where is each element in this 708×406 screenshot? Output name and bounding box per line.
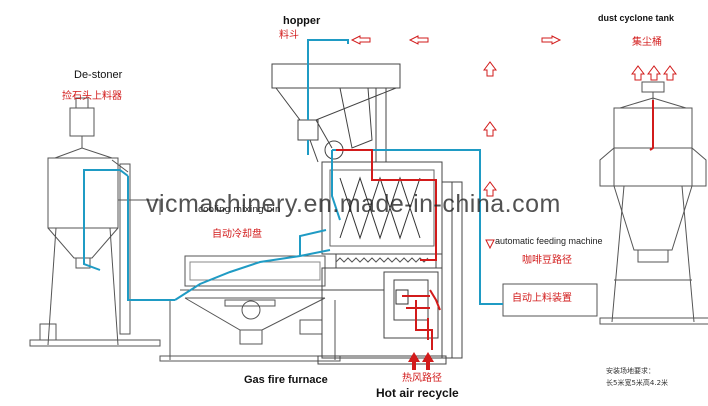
feeder-box-label-cn: 自动上料装置 [512,294,572,304]
destoner-label-cn: 捡石头上料器 [62,92,122,102]
cyclone-label: dust cyclone tank [598,14,674,23]
bean-path-label-cn: 咖啡豆路径 [522,256,572,266]
cooling-label-cn: 自动冷却盘 [212,230,262,240]
arrow-down-icon [486,240,494,248]
cooling-bin [160,256,340,361]
hopper-label-cn: 料斗 [279,31,299,41]
bean-path [84,40,503,304]
gas-furnace-label: Gas fire furnace [244,375,328,386]
watermark: vicmachinery.en.made-in-china.com [146,192,561,217]
feeder-label: automatic feeding machine [495,237,603,246]
arrow-up-icon [422,352,434,370]
arrow-up-icon [484,62,496,196]
hot-air-label-cn: 热风路径 [402,374,442,384]
destoner-label: De-stoner [74,70,122,81]
hot-air-label: Hot air recycle [376,387,459,399]
arrow-up-icon [632,66,676,80]
hopper-label: hopper [283,16,320,27]
install-dimensions: 长5米宽5米高4.2米 [606,380,668,387]
destoner-machine [30,98,160,346]
arrow-up-icon [408,352,420,370]
install-requirement: 安装场地要求： [606,368,655,375]
hopper [272,64,400,162]
cyclone-label-cn: 集尘桶 [632,38,662,48]
